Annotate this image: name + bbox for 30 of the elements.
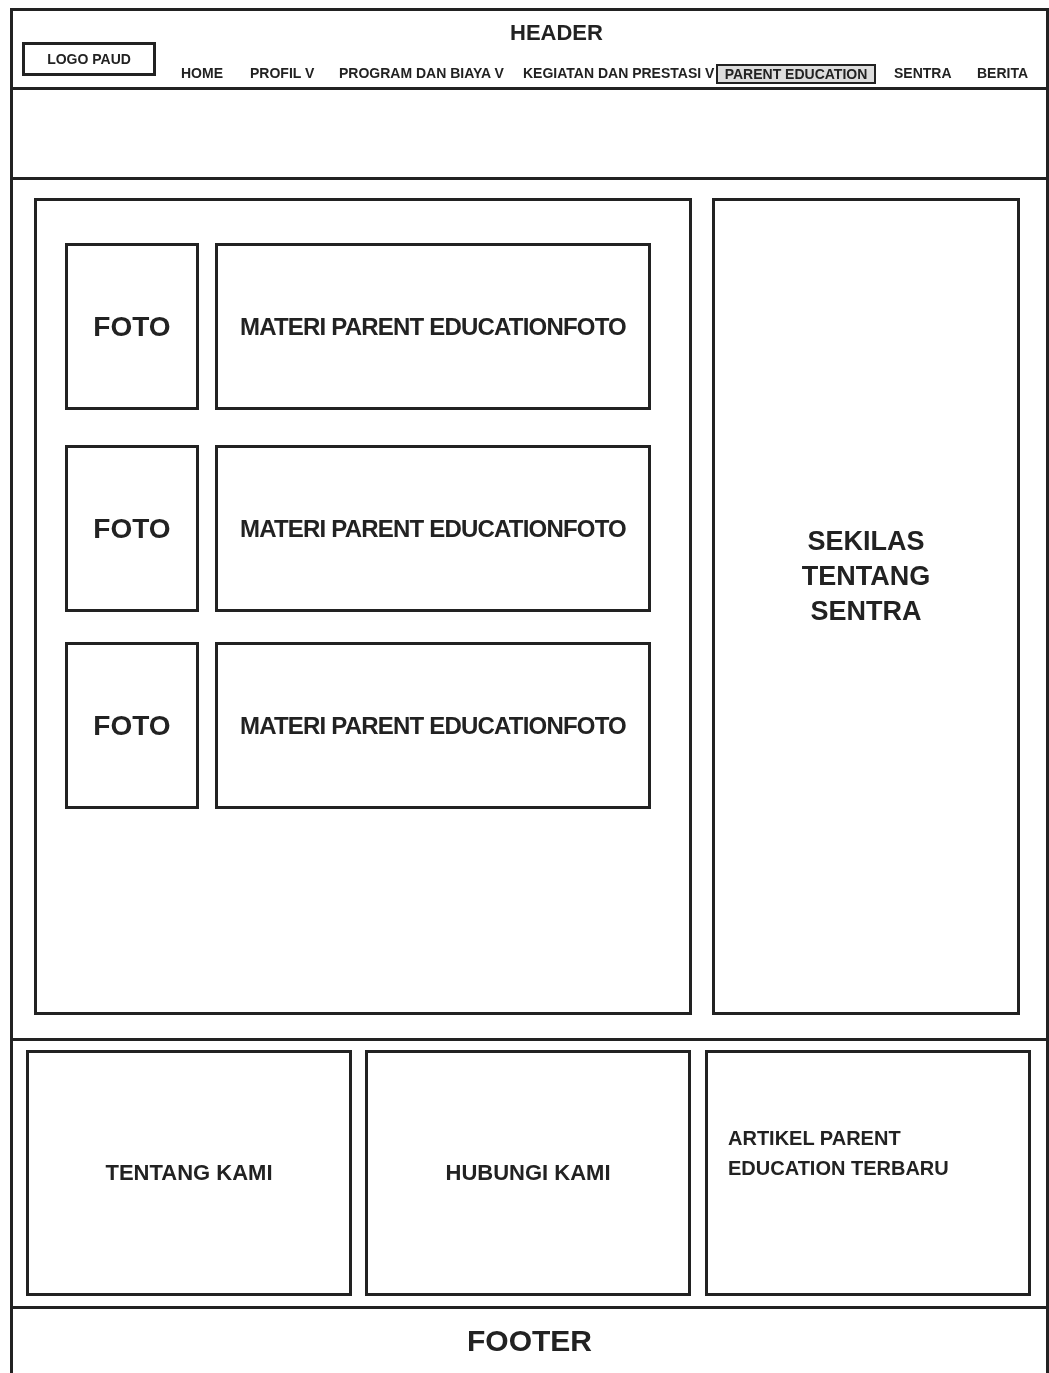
box-label: TENTANG KAMI — [105, 1160, 273, 1186]
footer-widget-box — [365, 1050, 691, 1296]
active-menu-tab — [716, 64, 876, 84]
sidebar-box — [712, 198, 1020, 1015]
box-label: HUBUNGI KAMI — [445, 1160, 611, 1186]
section-title: FOOTER — [467, 1324, 592, 1358]
content-box — [215, 445, 651, 612]
photo-field: FOTO — [65, 243, 199, 410]
box-label: ARTIKEL PARENT EDUCATION TERBARU — [728, 1126, 950, 1181]
footer-widget-box — [705, 1050, 1031, 1296]
box-label: MATERI PARENT EDUCATIONFOTO — [240, 514, 626, 543]
photo-field: FOTO — [65, 642, 199, 809]
content-panel — [34, 198, 692, 1015]
content-box — [215, 243, 651, 410]
box-label: SEKILAS TENTANG SENTRA — [800, 525, 932, 628]
section-title: HEADER — [510, 20, 603, 46]
content-box — [215, 642, 651, 809]
menu-item: SENTRA — [894, 65, 952, 81]
placeholder-box — [22, 42, 156, 76]
menu-item: BERITA — [977, 65, 1029, 81]
menu-item: PROFIL V — [250, 65, 315, 81]
menu-item: KEGIATAN DAN PRESTASI V — [523, 65, 715, 81]
box-label: MATERI PARENT EDUCATIONFOTO — [240, 312, 626, 341]
footer-widget-box — [26, 1050, 352, 1296]
box-label: LOGO PAUD — [47, 51, 131, 67]
menu-item: HOME — [181, 65, 223, 81]
photo-field: FOTO — [65, 445, 199, 612]
box-label: MATERI PARENT EDUCATIONFOTO — [240, 711, 626, 740]
menu-label: PARENT EDUCATION — [724, 66, 868, 82]
menu-item: PROGRAM DAN BIAYA V — [339, 65, 504, 81]
